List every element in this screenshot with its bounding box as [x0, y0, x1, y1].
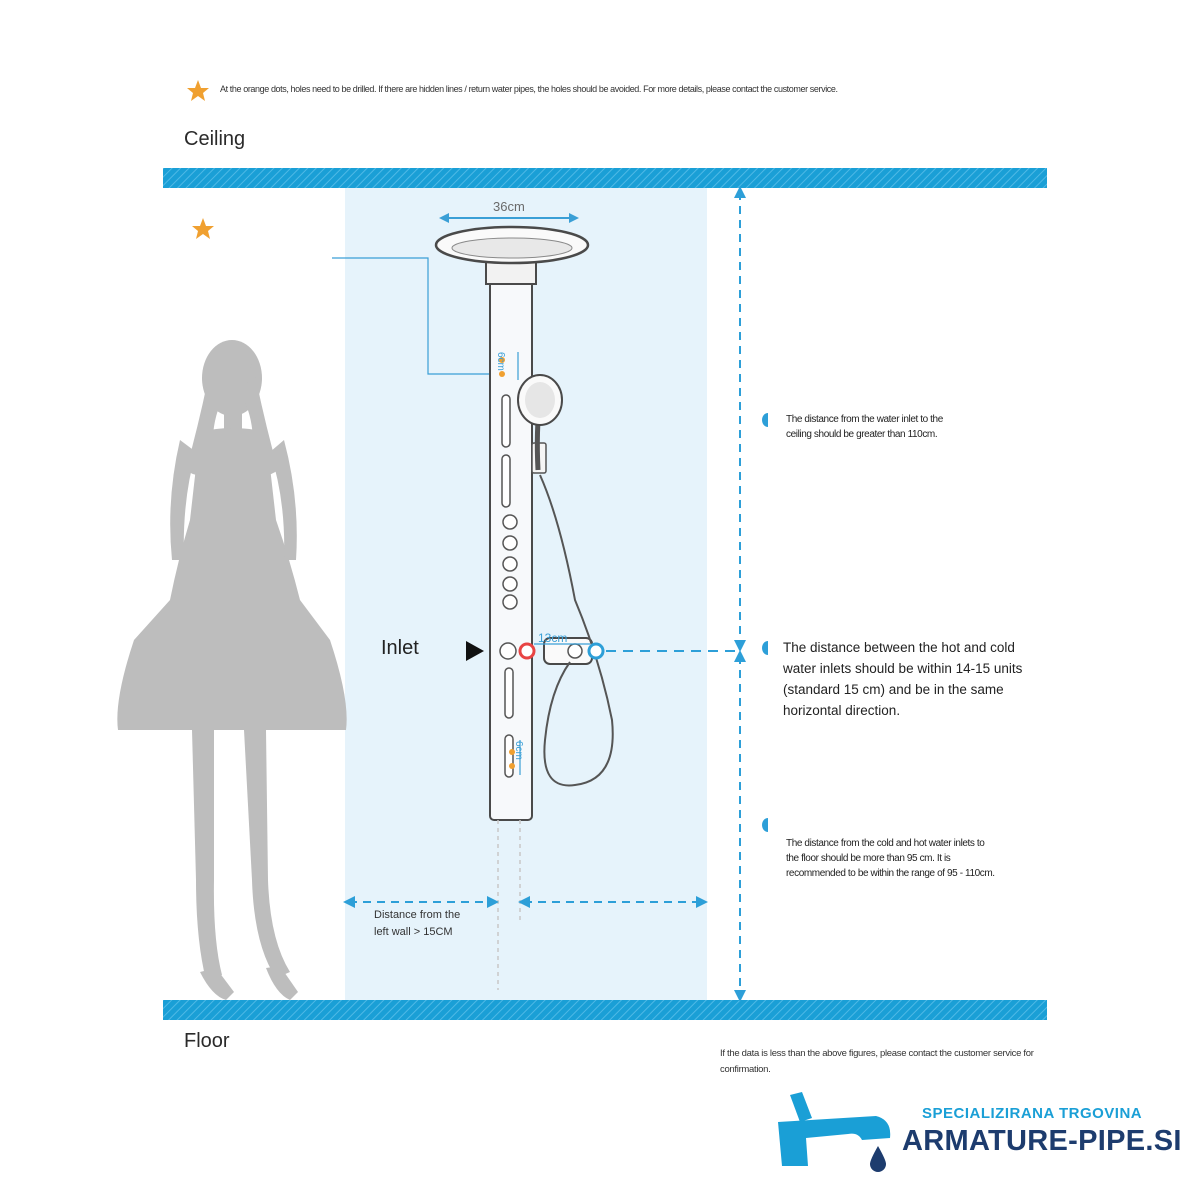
dim-6cm-top-label: 6cm [495, 352, 506, 371]
brand-tagline: SPECIALIZIRANA TRGOVINA [922, 1105, 1143, 1122]
dim-36cm-label: 36cm [493, 199, 525, 214]
hot-inlet-marker [518, 642, 536, 660]
left-wall-note: Distance from the left wall > 15CM [374, 909, 461, 938]
bullet-icon [762, 818, 768, 832]
ceiling-distance-note: The distance from the water inlet to the… [786, 414, 943, 440]
top-note: At the orange dots, holes need to be dri… [220, 84, 838, 94]
hole-dot-top [499, 371, 505, 377]
arrow-right-icon [466, 641, 484, 661]
floor-label: Floor [184, 1030, 230, 1052]
hole-leader-line [332, 257, 500, 375]
water-drop-icon [870, 1146, 886, 1172]
woman-silhouette [117, 340, 347, 1000]
bullet-icon [762, 413, 768, 427]
cold-inlet-marker [587, 642, 605, 660]
ceiling-band [163, 168, 1047, 188]
bullet-icon [762, 641, 768, 655]
inlet-spacing-note: The distance between the hot and cold wa… [783, 640, 1023, 718]
floor-distance-note: The distance from the cold and hot water… [786, 838, 995, 879]
star-icon [192, 218, 214, 239]
bottom-note: If the data is less than the above figur… [720, 1048, 1034, 1075]
hole-dot-bottom [509, 763, 515, 769]
shower-panel [434, 225, 614, 990]
brand-name: ARMATURE-PIPE.SI [902, 1125, 1182, 1157]
floor-band [163, 1000, 1047, 1020]
ceiling-label: Ceiling [184, 128, 246, 150]
dim-13cm-label: 13cm [538, 631, 568, 645]
faucet-logo-icon [778, 1092, 891, 1166]
hole-dot-bottom [509, 749, 515, 755]
inlet-label: Inlet [381, 637, 419, 659]
dim-6cm-bottom-label: 6cm [513, 741, 524, 760]
hole-dot-top [499, 357, 505, 363]
star-icon [187, 80, 209, 101]
